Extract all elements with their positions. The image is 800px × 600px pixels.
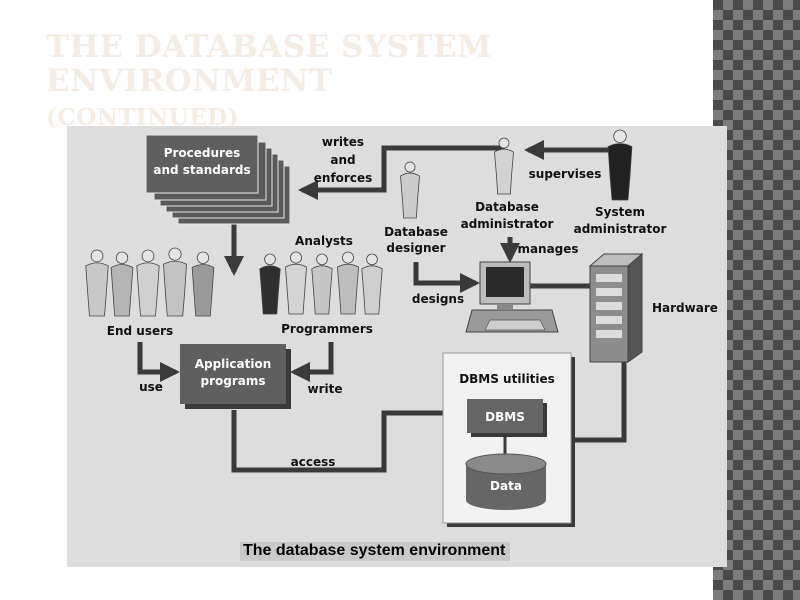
hardware-rack-icon (588, 252, 644, 363)
analysts-label: Analysts (295, 234, 353, 248)
dba-label-1: Database (475, 200, 539, 214)
end-user-figure (163, 247, 187, 317)
diagram-figure: Procedures and standards Application pro… (67, 126, 727, 567)
database-administrator-figure (494, 137, 514, 195)
edge-label-manages: manages (517, 242, 578, 256)
edge-label-writes: writes (322, 135, 364, 149)
edge-label-enforces: enforces (314, 171, 372, 185)
edge-label-write: write (308, 382, 343, 396)
programmer-figure (361, 253, 383, 315)
procedures-label-2: and standards (153, 163, 250, 177)
app-label-1: Application (195, 357, 272, 371)
slide-title: The database system environment(continue… (46, 29, 492, 131)
data-label: Data (490, 479, 522, 493)
procedures-stack: Procedures and standards (145, 134, 291, 225)
edge-designs (413, 262, 480, 293)
edge-label-supervises: supervises (529, 167, 602, 181)
edge-label-use: use (139, 380, 163, 394)
connector-lines (137, 140, 627, 473)
edge-label-access: access (291, 455, 336, 469)
edge-access (231, 403, 465, 473)
end-user-figure (110, 251, 134, 317)
dbms-utilities-box: DBMS utilities DBMS Data (442, 352, 575, 527)
end-user-figure (191, 251, 215, 317)
computer-icon (465, 261, 559, 333)
sysadmin-label-2: administrator (574, 222, 667, 236)
end-user-figure (136, 249, 160, 317)
hardware-label: Hardware (652, 301, 718, 315)
dba-label-2: administrator (461, 217, 554, 231)
dbms-utilities-label: DBMS utilities (459, 372, 555, 386)
programmer-figure (259, 253, 281, 315)
edge-use (137, 342, 180, 382)
programmer-figure (285, 251, 307, 315)
programmer-figure (337, 251, 359, 315)
figure-caption: The database system environment (240, 542, 511, 561)
programmers-label: Programmers (281, 322, 373, 336)
edge-write (290, 342, 334, 382)
edge-label-designs: designs (412, 292, 464, 306)
database-designer-figure (400, 161, 420, 219)
sysadmin-label-1: System (595, 205, 645, 219)
application-programs-box: Application programs (180, 344, 291, 409)
end-users-label: End users (107, 324, 173, 338)
edge-label-and: and (330, 153, 355, 167)
dbms-label: DBMS (485, 410, 525, 424)
diagram-svg: Procedures and standards Application pro… (67, 126, 727, 567)
programmer-figure (311, 253, 333, 315)
procedures-label-1: Procedures (164, 146, 241, 160)
decorative-pattern (713, 0, 800, 600)
database-designer-label-2: designer (386, 241, 445, 255)
people-figures (85, 129, 633, 317)
system-administrator-figure (607, 129, 633, 201)
edge-hardware-dbms (570, 362, 627, 443)
end-user-figure (85, 249, 109, 317)
app-label-2: programs (200, 374, 265, 388)
database-designer-label-1: Database (384, 225, 448, 239)
data-cylinder: Data (465, 453, 547, 510)
